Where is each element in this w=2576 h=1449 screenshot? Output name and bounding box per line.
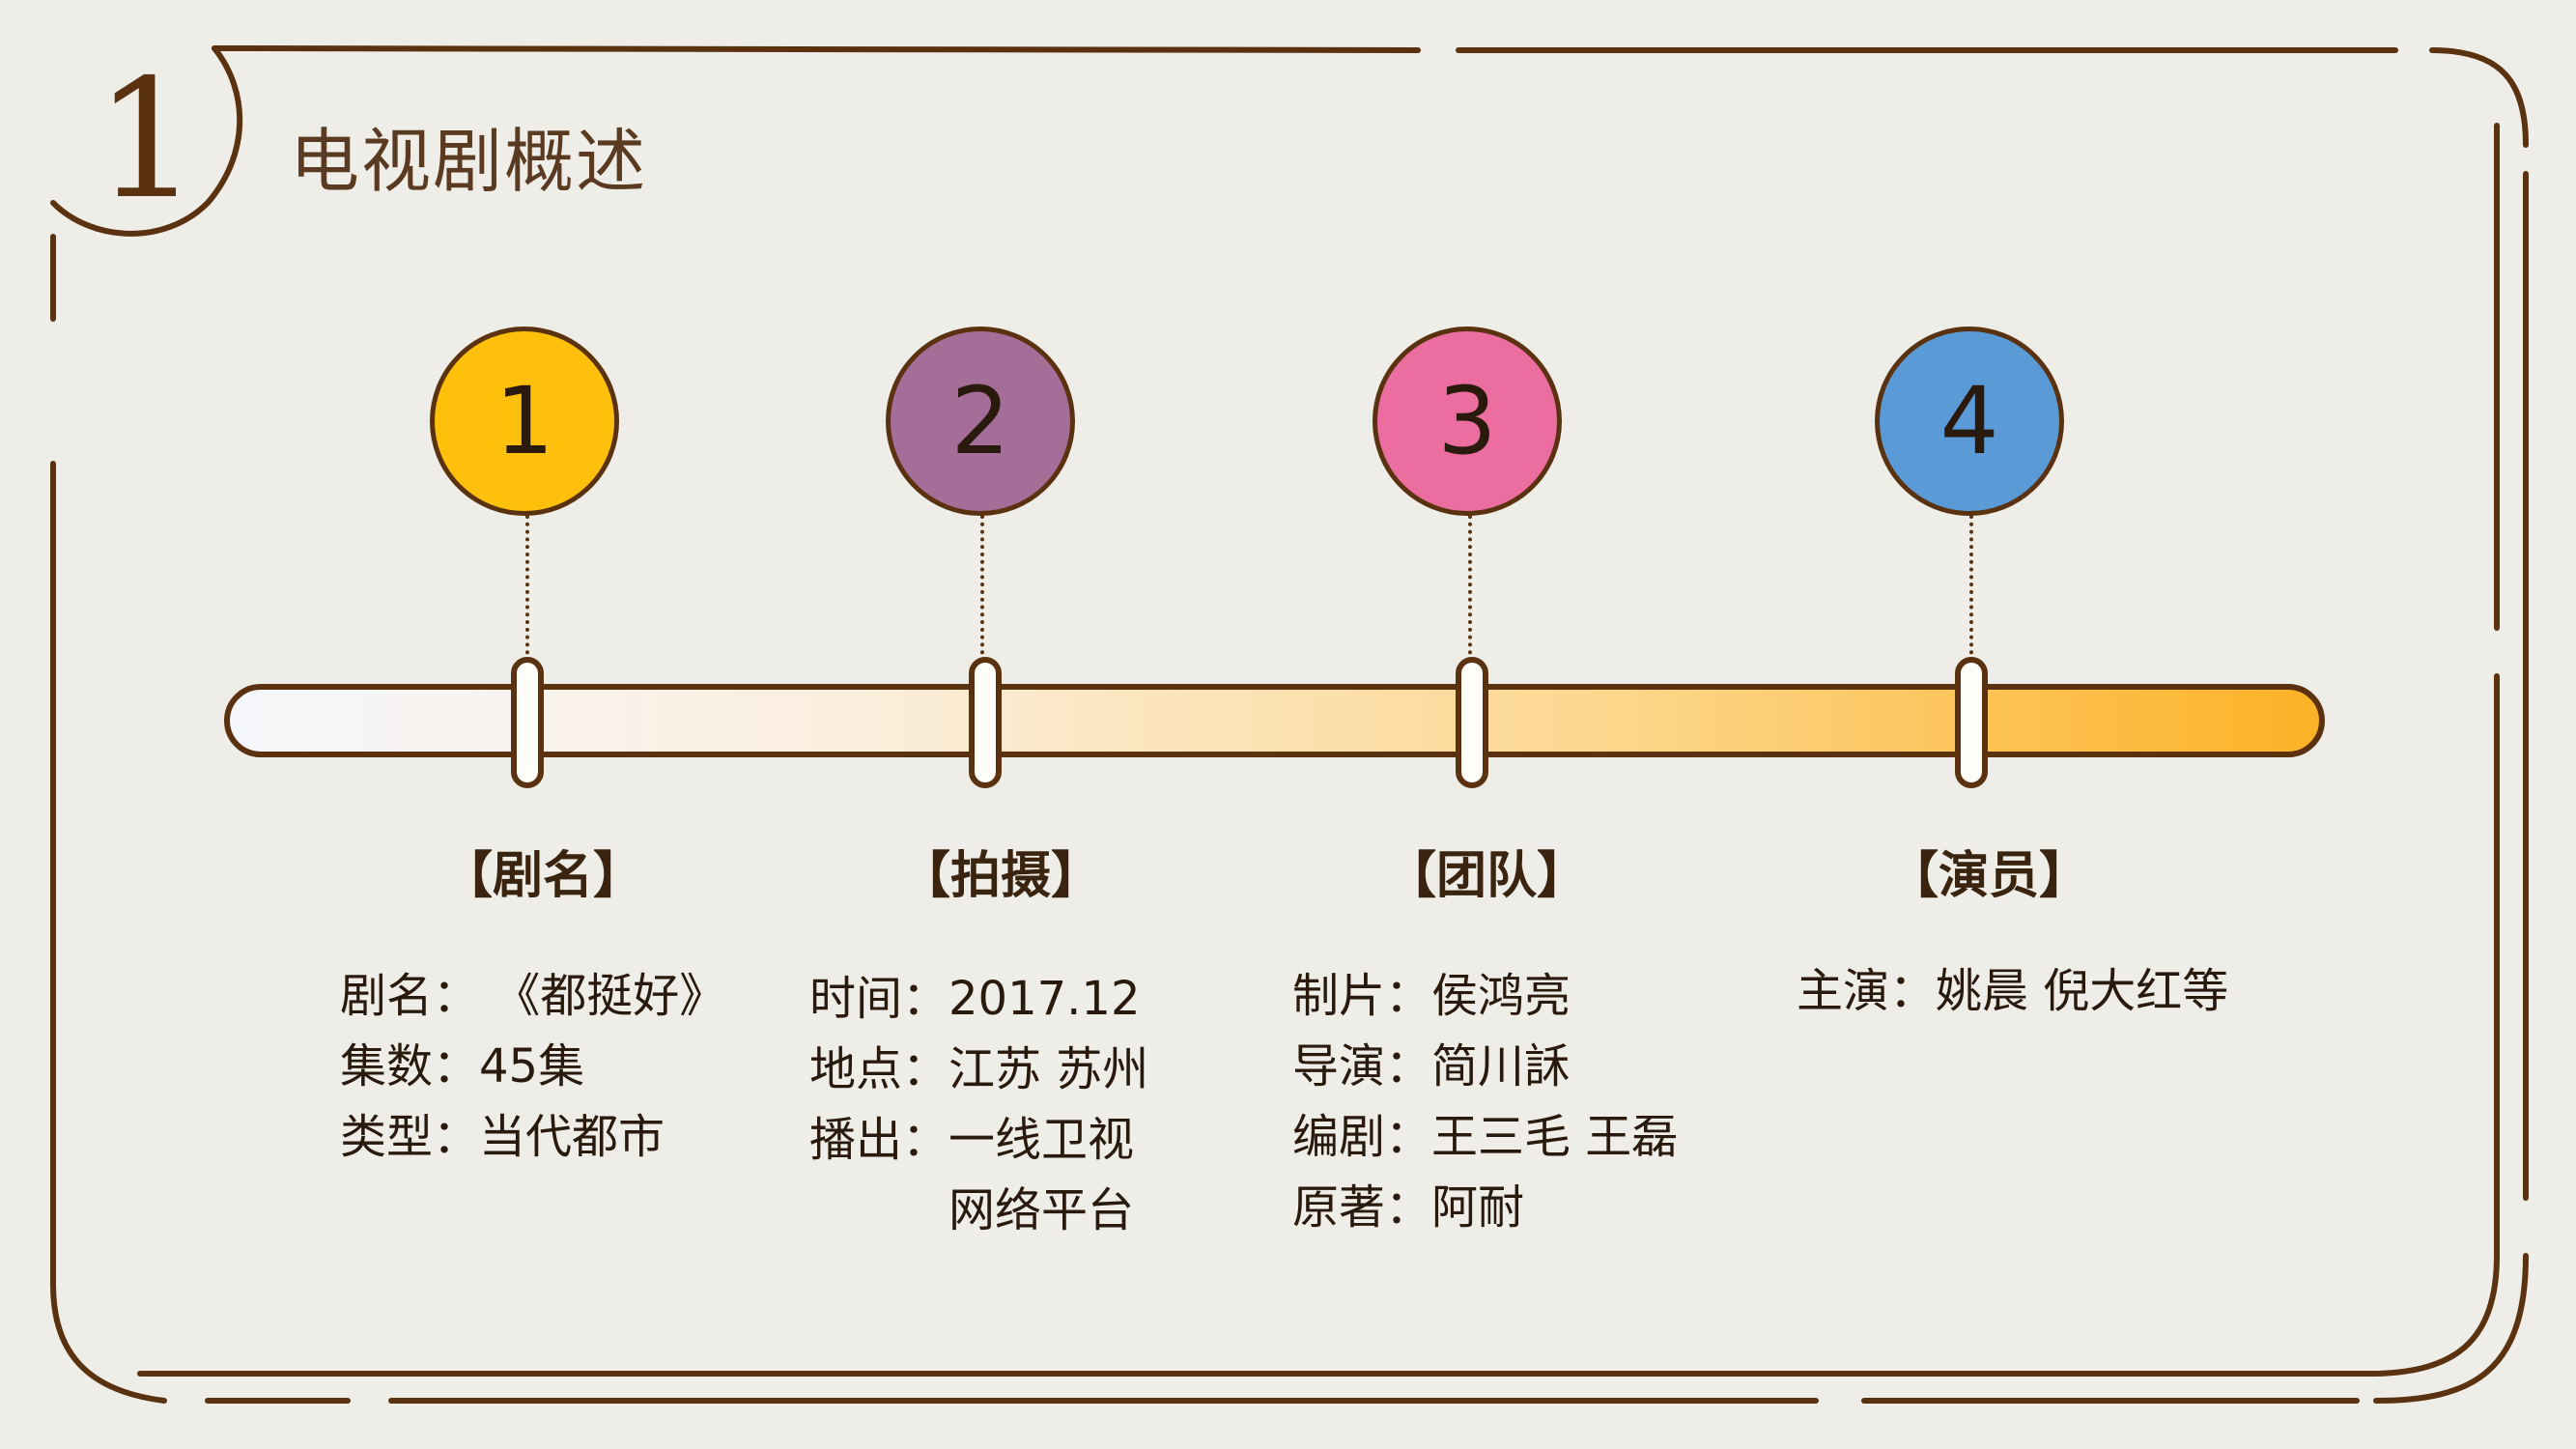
step-2-connector <box>980 515 984 669</box>
step-1-line: 集数：45集 <box>340 1039 585 1094</box>
step-2-line: 网络平台 <box>809 1183 1135 1237</box>
step-1-line: 类型：当代都市 <box>340 1110 665 1164</box>
step-1-heading: 【剧名】 <box>442 847 644 905</box>
step-3-connector <box>1468 515 1472 669</box>
step-4-circle: 4 <box>1875 327 2064 516</box>
step-2-line: 时间：2017.12 <box>809 972 1141 1026</box>
step-2-line: 地点：江苏 苏州 <box>809 1042 1149 1096</box>
step-3-line: 制片：侯鸿亮 <box>1292 969 1571 1023</box>
step-3-circle: 3 <box>1373 327 1562 516</box>
step-2-line: 播出：一线卫视 <box>809 1113 1135 1167</box>
section-title: 电视剧概述 <box>290 121 648 202</box>
step-2-circle: 2 <box>886 327 1075 516</box>
step-2-marker <box>969 657 1002 788</box>
step-1-line: 剧名： 《都挺好》 <box>340 969 726 1023</box>
step-3-line: 导演：简川訸 <box>1292 1039 1571 1094</box>
step-2-heading: 【拍摄】 <box>900 847 1102 905</box>
step-1-marker <box>511 657 544 788</box>
step-1-connector <box>525 515 529 669</box>
step-3-marker <box>1456 657 1488 788</box>
step-2-details: 时间：2017.12 地点：江苏 苏州 播出：一线卫视 网络平台 <box>809 964 1148 1246</box>
step-3-line: 编剧：王三毛 王磊 <box>1292 1110 1679 1164</box>
step-3-heading: 【团队】 <box>1386 847 1588 905</box>
step-1-circle: 1 <box>430 327 619 516</box>
step-2-number: 2 <box>950 367 1010 475</box>
step-4-heading: 【演员】 <box>1888 847 2090 905</box>
step-1-details: 剧名： 《都挺好》 集数：45集 类型：当代都市 <box>340 961 725 1173</box>
step-4-marker <box>1955 657 1988 788</box>
section-number: 1 <box>95 44 200 236</box>
step-3-line: 原著：阿耐 <box>1292 1180 1525 1235</box>
step-4-line: 主演：姚晨 倪大红等 <box>1797 964 2229 1018</box>
step-4-connector <box>1969 515 1973 669</box>
step-4-number: 4 <box>1939 367 1999 475</box>
step-4-details: 主演：姚晨 倪大红等 <box>1797 956 2228 1027</box>
step-3-details: 制片：侯鸿亮 导演：简川訸 编剧：王三毛 王磊 原著：阿耐 <box>1292 961 1678 1243</box>
step-1-number: 1 <box>495 367 554 475</box>
step-3-number: 3 <box>1437 367 1497 475</box>
